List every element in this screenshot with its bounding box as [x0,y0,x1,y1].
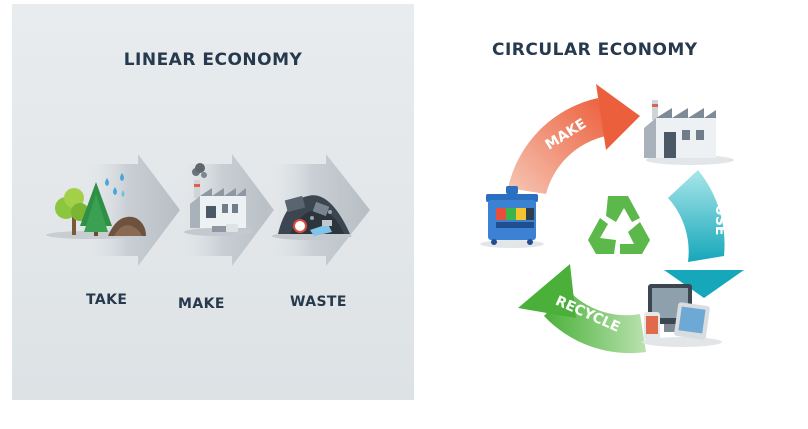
recycle-arrow [518,264,646,354]
use-arrow [664,170,744,298]
devices-icon [642,284,722,347]
linear-economy-title: LINEAR ECONOMY [123,50,303,70]
make-arrow [508,84,640,194]
dirt-pile-icon [108,216,146,236]
trees-icon [46,182,138,239]
recycle-symbol-icon [588,196,650,254]
waste-pile-icon [272,195,352,240]
recycling-bin-icon [480,186,544,248]
linear-step-waste: WASTE [290,294,347,310]
linear-step-take: TAKE [86,292,128,308]
circular-economy-title: CIRCULAR ECONOMY [492,40,698,60]
circular-stage-use: USE [712,204,728,235]
factory-icon-linear [184,163,252,236]
water-drops-icon [105,173,125,197]
linear-step-make: MAKE [178,296,225,312]
factory-icon-circular [644,100,734,165]
